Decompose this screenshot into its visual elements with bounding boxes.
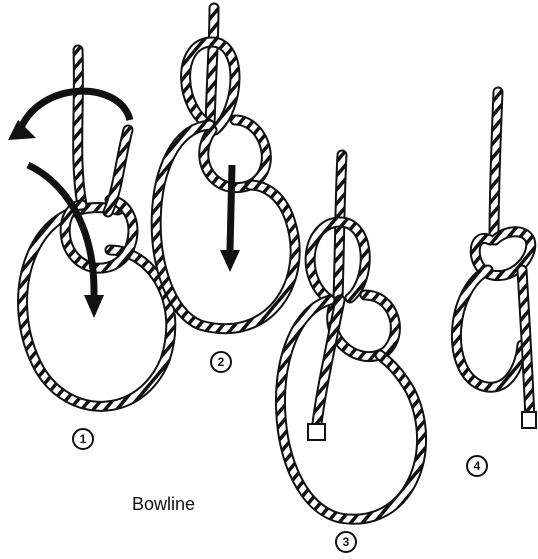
step-3-diagram	[280, 155, 421, 519]
rope-end-whipping	[522, 412, 536, 428]
step-2-number: 2	[210, 351, 232, 373]
step-2-diagram	[156, 8, 295, 329]
step-4-diagram	[456, 92, 536, 428]
arrowhead-down-icon	[220, 250, 240, 272]
figure-caption: Bowline	[132, 494, 195, 515]
rope-loop	[156, 125, 295, 329]
step-1-number: 1	[72, 428, 94, 450]
arrow-down	[230, 165, 232, 250]
step-4-number: 4	[466, 455, 488, 477]
step-1-diagram	[8, 50, 171, 406]
arrowhead-down-icon	[84, 295, 104, 318]
step-3-number: 3	[335, 531, 357, 553]
rope-end-whipping	[308, 424, 325, 440]
